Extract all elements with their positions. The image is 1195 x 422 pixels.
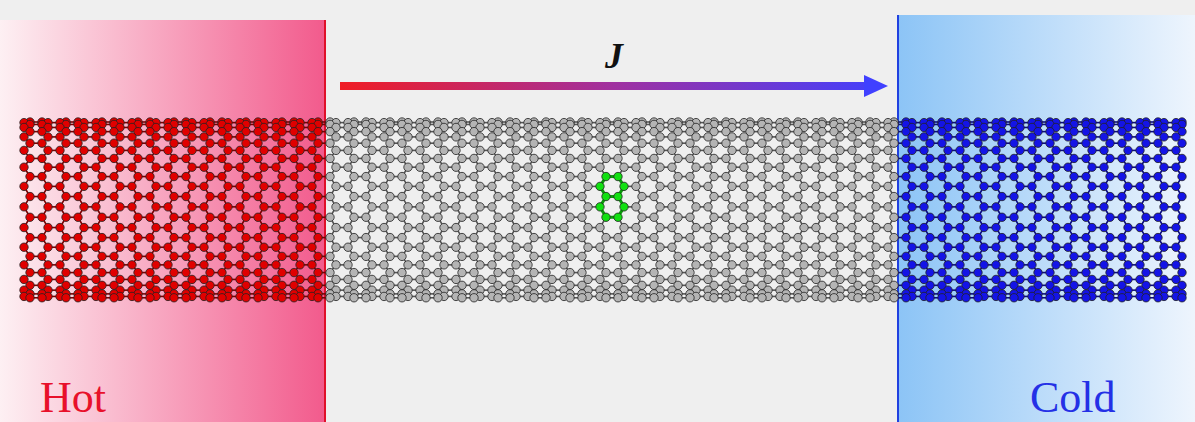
stage: HotCold J <box>0 0 1195 422</box>
